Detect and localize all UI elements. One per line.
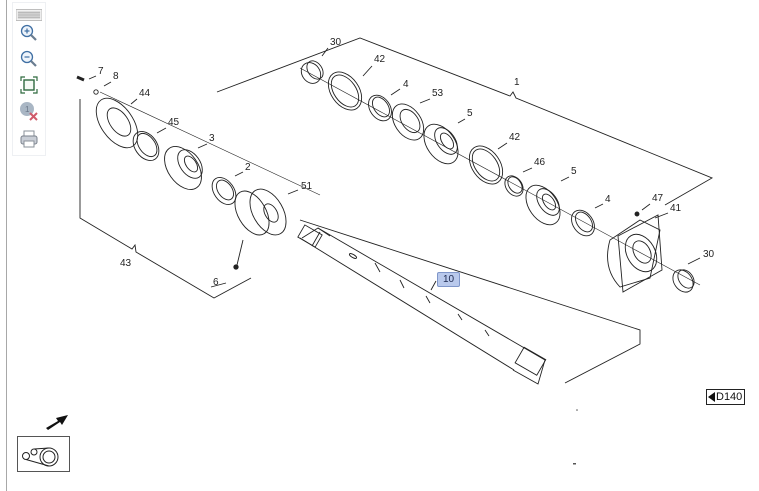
- callout-4-b[interactable]: 4: [605, 194, 611, 205]
- arrow-left-icon: [708, 392, 715, 402]
- zoom-in-icon: [20, 24, 37, 41]
- callout-7[interactable]: 7: [98, 66, 104, 77]
- callout-10-highlighted[interactable]: 10: [437, 272, 460, 287]
- callout-45[interactable]: 45: [168, 117, 180, 128]
- group-bracket-43: [79, 99, 252, 299]
- clear-callout-icon: 1: [20, 102, 38, 121]
- clear-highlight-button[interactable]: 1: [16, 100, 42, 122]
- callout-44[interactable]: 44: [139, 88, 151, 99]
- callout-53[interactable]: 53: [432, 88, 444, 99]
- fit-screen-icon: [20, 76, 38, 94]
- page-reference-label: D140: [716, 391, 743, 403]
- callout-43[interactable]: 43: [120, 258, 132, 269]
- callout-2[interactable]: 2: [245, 162, 251, 173]
- callout-42-b[interactable]: 42: [509, 132, 521, 143]
- left-border-line: [6, 0, 7, 491]
- callout-5-b[interactable]: 5: [571, 166, 577, 177]
- belt-drive-thumbnail-icon: [22, 447, 59, 467]
- callout-4-a[interactable]: 4: [403, 79, 409, 90]
- callout-6[interactable]: 6: [213, 277, 219, 288]
- callout-46[interactable]: 46: [534, 157, 546, 168]
- callout-labels: 30 42 4 53 1 5 42 46 5 4 47 41 30 7 8 44…: [98, 37, 715, 288]
- hamburger-menu-icon: [16, 9, 42, 21]
- callout-5-a[interactable]: 5: [467, 108, 473, 119]
- svg-text:1: 1: [25, 105, 30, 114]
- callout-1[interactable]: 1: [514, 77, 520, 88]
- zoom-out-button[interactable]: [16, 48, 42, 70]
- callout-41[interactable]: 41: [670, 203, 682, 214]
- zoom-out-icon: [20, 50, 37, 67]
- group-bracket-1: [216, 37, 714, 206]
- fit-to-window-button[interactable]: [16, 74, 42, 96]
- zoom-in-button[interactable]: [16, 22, 42, 44]
- callout-30-top[interactable]: 30: [330, 37, 342, 48]
- arrow-up-right-icon: [46, 415, 68, 430]
- menu-button[interactable]: [16, 4, 42, 26]
- navigator-thumbnail[interactable]: [17, 436, 70, 472]
- callout-42-a[interactable]: 42: [374, 54, 386, 65]
- print-button[interactable]: [16, 128, 42, 150]
- callout-3[interactable]: 3: [209, 133, 215, 144]
- printer-icon: [20, 130, 38, 148]
- viewer-toolbar: 1: [12, 2, 46, 156]
- callout-47[interactable]: 47: [652, 193, 664, 204]
- callout-51[interactable]: 51: [301, 181, 313, 192]
- page-reference-link[interactable]: D140: [706, 389, 746, 405]
- callout-8[interactable]: 8: [113, 71, 119, 82]
- callout-30-bottom[interactable]: 30: [703, 249, 715, 260]
- shaft-bracket: [299, 219, 641, 384]
